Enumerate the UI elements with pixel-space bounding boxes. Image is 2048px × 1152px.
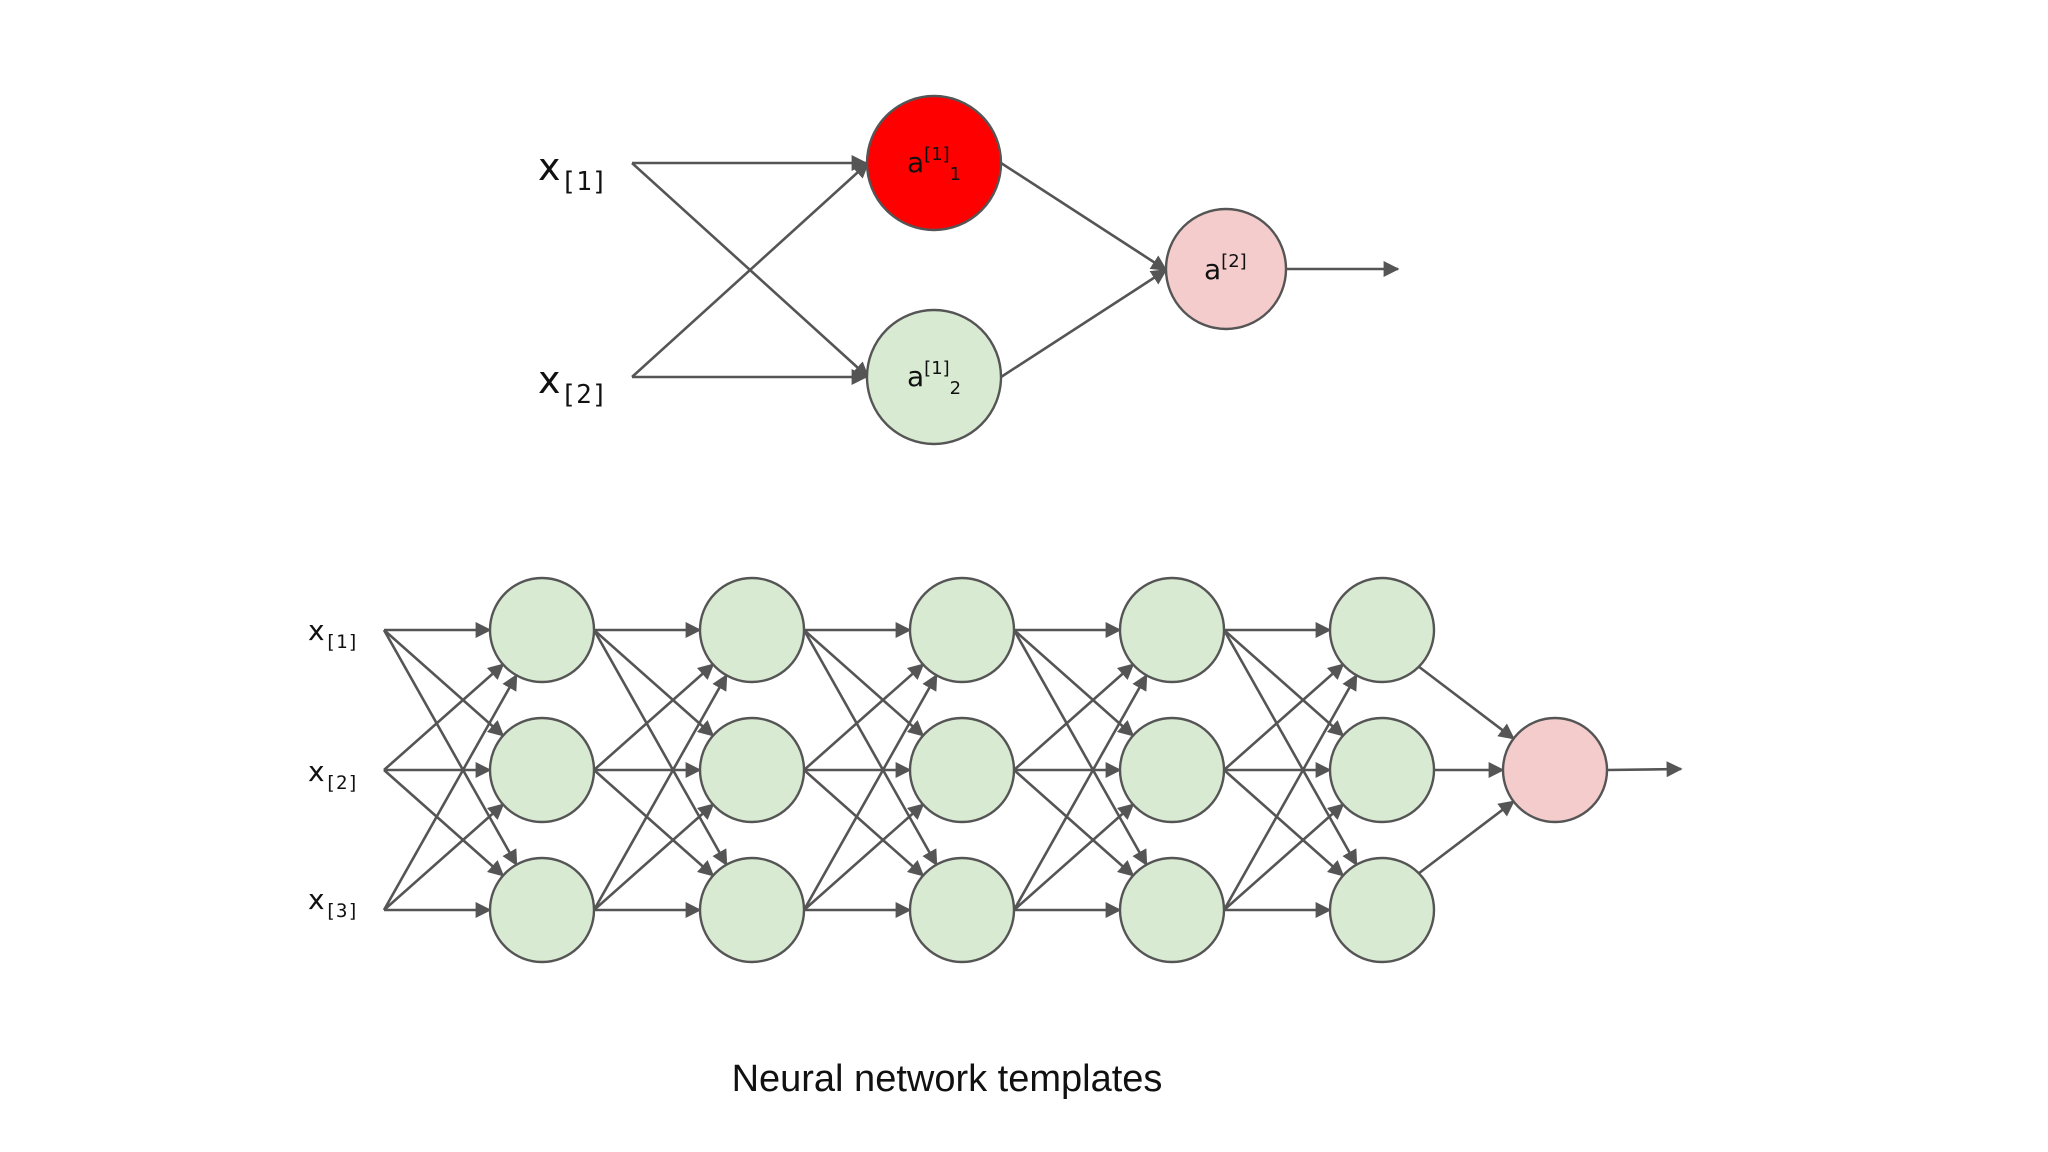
edge-output-arrow <box>1606 761 1683 778</box>
edge-a2-out <box>1000 268 1168 379</box>
top-output-node: a[2] <box>1164 207 1288 331</box>
layer-5-node-3 <box>1328 856 1436 964</box>
edge-input-3-to-layer-1-node-2 <box>383 803 505 911</box>
top-input-label-2: x[2] <box>538 358 607 410</box>
top-network: x[1] x[2] a[1]1 a[1]2 a[2] <box>538 94 1400 446</box>
edge-layer-1-node-3-to-layer-2-node-2 <box>593 803 715 911</box>
layer-3-node-3 <box>908 856 1016 964</box>
edge-layer-5-node-1-to-output <box>1417 665 1515 740</box>
layer-2-node-2 <box>698 716 806 824</box>
diagram-caption: Neural network templates <box>731 1058 1163 1100</box>
edge-layer-3-node-3-to-layer-4-node-1 <box>1012 673 1148 911</box>
edge-input-1-to-layer-1-node-2 <box>383 629 505 737</box>
edge-layer-1-node-1-to-layer-2-node-3 <box>592 629 728 867</box>
edge-input-2-to-layer-1-node-3 <box>383 769 505 877</box>
edge-layer-2-node-3-to-layer-3-node-1 <box>802 673 938 911</box>
edge-layer-1-node-2-to-layer-2-node-3 <box>593 769 715 877</box>
edge-layer-1-node-2-to-layer-2-node-1 <box>593 663 715 771</box>
edge-x2-a1 <box>631 161 870 378</box>
edge-input-2-to-layer-1-node-1 <box>383 663 505 771</box>
bottom-input-label-3: x[3] <box>308 883 359 922</box>
edge-layer-1-node-3-to-layer-2-node-1 <box>592 673 728 911</box>
top-edges <box>631 155 1400 385</box>
top-hidden-node-2: a[1]2 <box>865 308 1003 446</box>
bottom-input-label-1: x[1] <box>308 614 359 653</box>
layer-1-node-1 <box>488 576 596 684</box>
top-hidden-node-2-label: a[1]2 <box>907 358 961 399</box>
edge-layer-1-node-1-to-layer-2-node-2 <box>593 629 715 737</box>
top-output-node-label: a[2] <box>1204 251 1247 286</box>
edge-layer-2-node-1-to-layer-3-node-2 <box>803 629 925 737</box>
layer-4-node-1 <box>1118 576 1226 684</box>
edge-layer-4-node-2-to-layer-5-node-3 <box>1223 769 1345 877</box>
edge-layer-4-node-3-to-layer-5-node-1 <box>1222 673 1358 911</box>
bottom-edges <box>382 622 1683 918</box>
edge-layer-2-node-2-to-layer-3-node-1 <box>803 663 925 771</box>
layer-5-node-1 <box>1328 576 1436 684</box>
top-hidden-node-1-label: a[1]1 <box>907 144 961 185</box>
layer-2-node-1 <box>698 576 806 684</box>
layer-1-node-2 <box>488 716 596 824</box>
edge-layer-4-node-3-to-layer-5-node-2 <box>1223 803 1345 911</box>
bottom-network: x[1] x[2] x[3] <box>308 576 1683 964</box>
edge-layer-5-node-3-to-output <box>1417 800 1515 875</box>
edge-input-3-to-layer-1-node-1 <box>382 673 518 911</box>
edge-layer-4-node-2-to-layer-5-node-1 <box>1223 663 1345 771</box>
layer-3-node-2 <box>908 716 1016 824</box>
layer-4-node-2 <box>1118 716 1226 824</box>
edge-layer-3-node-2-to-layer-4-node-3 <box>1013 769 1135 877</box>
edge-a1-out <box>1000 161 1168 272</box>
edge-layer-2-node-2-to-layer-3-node-3 <box>803 769 925 877</box>
edge-layer-3-node-2-to-layer-4-node-1 <box>1013 663 1135 771</box>
layer-1-node-3 <box>488 856 596 964</box>
bottom-output-node <box>1501 716 1609 824</box>
edge-layer-4-node-1-to-layer-5-node-2 <box>1223 629 1345 737</box>
layer-3-node-1 <box>908 576 1016 684</box>
edge-layer-2-node-1-to-layer-3-node-3 <box>802 629 938 867</box>
layer-4-node-3 <box>1118 856 1226 964</box>
edge-layer-3-node-1-to-layer-4-node-2 <box>1013 629 1135 737</box>
top-input-label-1: x[1] <box>538 145 607 197</box>
layer-5-node-2 <box>1328 716 1436 824</box>
bottom-input-label-2: x[2] <box>308 755 359 794</box>
layer-2-node-3 <box>698 856 806 964</box>
edge-input-1-to-layer-1-node-3 <box>382 629 518 867</box>
top-hidden-node-1: a[1]1 <box>865 94 1003 232</box>
edge-layer-3-node-3-to-layer-4-node-2 <box>1013 803 1135 911</box>
edge-layer-4-node-1-to-layer-5-node-3 <box>1222 629 1358 867</box>
edge-layer-2-node-3-to-layer-3-node-2 <box>803 803 925 911</box>
bottom-nodes <box>488 576 1609 964</box>
edge-layer-3-node-1-to-layer-4-node-3 <box>1012 629 1148 867</box>
